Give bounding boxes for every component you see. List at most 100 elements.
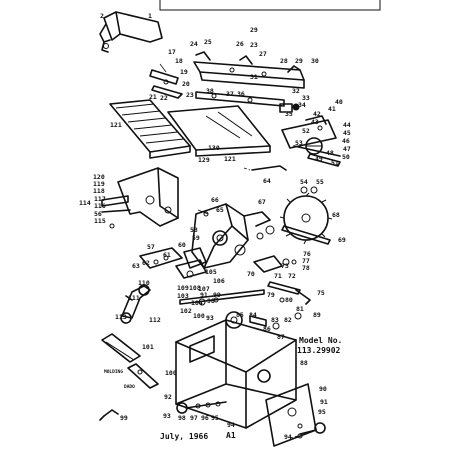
handwheel-right [289,422,326,439]
callout-17: 17 [168,48,176,56]
tilt-crank [120,284,151,324]
callout-32: 32 [292,87,300,95]
callout-85: 85 [236,311,244,319]
callout-41: 41 [328,105,336,113]
callout-94: 94 [284,433,292,441]
callout-77: 77 [302,257,310,265]
model-number: 113.29902 [297,346,341,355]
callout-50: 50 [342,153,350,161]
adjusting-rod [243,165,287,171]
callout-68: 68 [332,211,340,219]
callout-27: 27 [259,50,267,58]
callout-99: 99 [213,291,221,299]
callout-98: 98 [178,414,186,422]
callout-44: 44 [343,121,351,129]
callout-67: 67 [258,198,266,206]
sheet-border [159,0,381,11]
callout-24: 24 [190,40,198,48]
callout-78: 78 [302,264,310,272]
callout-1: 1 [148,12,152,20]
callout-58: 58 [190,226,198,234]
callout-100: 100 [193,312,205,320]
callout-52: 52 [302,127,310,135]
callout-71: 71 [274,272,282,280]
callout-113: 113 [115,313,127,321]
callout-26: 26 [236,40,244,48]
callout-48: 48 [326,149,334,157]
arbor-assembly [183,203,271,269]
callout-100: 100 [165,369,177,377]
callout-120: 120 [93,173,105,181]
callout-107: 107 [198,285,210,293]
callout-119: 119 [93,180,105,188]
callout-54: 54 [300,178,308,186]
callout-61: 61 [163,251,171,259]
callout-114: 114 [79,199,91,207]
callout-23: 23 [186,91,194,99]
callout-101: 101 [142,343,154,351]
callout-91: 91 [200,291,208,299]
callout-46: 46 [342,137,350,145]
callout-73: 73 [281,262,289,270]
callout-45: 45 [343,129,351,137]
callout-95: 95 [318,408,326,416]
callout-90: 90 [207,297,215,305]
saw-blade [279,186,333,245]
dado-head [127,363,159,389]
callout-81: 81 [296,305,304,313]
callout-35: 35 [285,110,293,118]
callout-90: 90 [319,385,327,393]
callout-94: 94 [227,421,235,429]
trunnion-bracket [101,167,179,229]
callout-86: 86 [263,325,271,333]
callout-93: 93 [163,412,171,420]
sheet-number: A1 [226,431,236,440]
callout-25: 25 [204,38,212,46]
callout-65: 65 [216,206,224,214]
fence-lock-parts [149,63,183,99]
callout-49: 49 [315,155,323,163]
cabinet-base [175,319,297,429]
callout-28: 28 [280,57,288,65]
elevation-parts [253,255,311,320]
drawing-date: July, 1966 [160,432,209,441]
callout-118: 118 [93,187,105,195]
callout-93: 93 [206,314,214,322]
callout-109: 109 [177,284,189,292]
table-top [167,105,271,157]
molding-head [101,333,141,363]
fence-guide-bar [195,91,300,113]
callout-51: 51 [331,159,339,167]
callout-116: 116 [94,202,106,210]
callout-112: 112 [149,316,161,324]
callout-99: 99 [120,414,128,422]
lower-shaft [179,289,265,306]
callout-59: 59 [192,234,200,242]
callout-70: 70 [247,270,255,278]
callout-106: 106 [213,277,225,285]
callout-21: 21 [149,93,157,101]
callout-92: 92 [164,393,172,401]
molding-label: MOLDING [104,370,123,375]
callout-110: 110 [138,279,150,287]
callout-84: 84 [249,311,257,319]
callout-97: 97 [190,414,198,422]
callout-37: 37 [226,90,234,98]
callout-121: 121 [224,155,236,163]
callout-88: 88 [300,359,308,367]
callout-36: 36 [237,90,245,98]
blade-guard [99,11,163,53]
callout-63: 63 [132,262,140,270]
callout-29: 29 [250,26,258,34]
callout-129: 129 [198,156,210,164]
callout-89: 89 [313,311,321,319]
dado-label: DADO [124,385,135,390]
callout-80: 80 [285,296,293,304]
callout-108: 108 [189,284,201,292]
callout-62: 62 [142,259,150,267]
callout-105: 105 [205,268,217,276]
callout-79: 79 [267,291,275,299]
